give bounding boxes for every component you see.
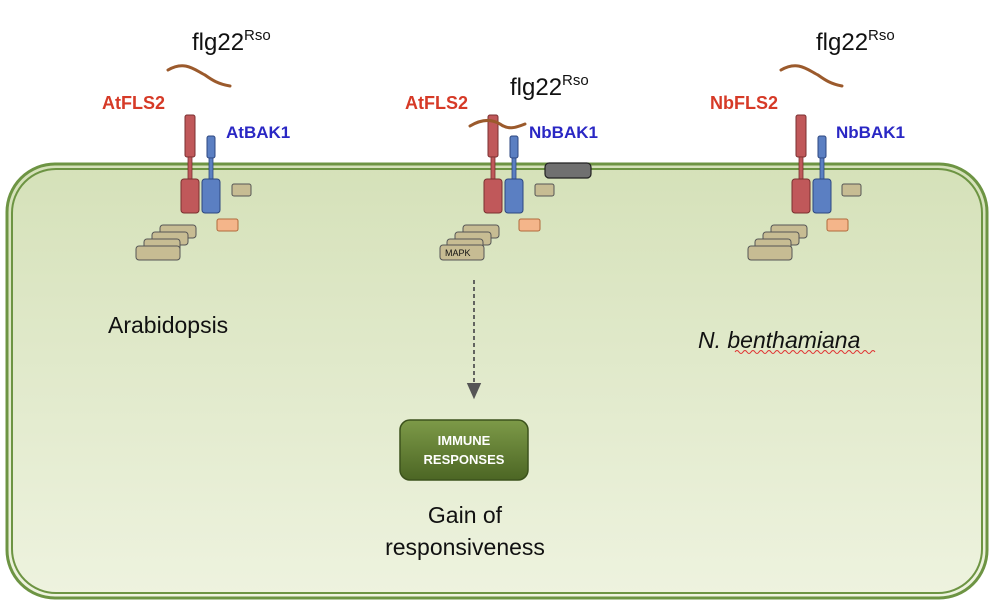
peptide-label-3: flg22Rso [816, 27, 895, 56]
tan-kinase-small-1 [231, 183, 252, 197]
panel-arabidopsis: flg22Rso AtFLS2 AtBAK1 Arabidopsis [102, 27, 290, 338]
mapk-label: MAPK [445, 248, 471, 258]
outcome-text-line2: responsiveness [385, 534, 545, 560]
tan-kinase-small-2 [534, 183, 555, 197]
outcome-text-line1: Gain of [428, 502, 503, 528]
spellcheck-underline [734, 350, 876, 354]
bak1-receptor-1 [201, 135, 221, 214]
peptide-label-1: flg22Rso [192, 27, 271, 56]
mapk-box [439, 244, 485, 261]
flg22-peptide-2 [468, 118, 527, 130]
cell [5, 162, 989, 600]
tan-kinase-small-3 [841, 183, 862, 197]
panel-benthamiana: flg22Rso NbFLS2 NbBAK1 N. benthamiana [698, 27, 905, 354]
bak1-label-3: NbBAK1 [836, 123, 905, 142]
kinase-stack-3 [747, 224, 808, 261]
orange-component-3 [826, 218, 849, 232]
flg22-peptide-3 [779, 64, 844, 88]
fls2-receptor-3 [791, 114, 811, 214]
fls2-receptor-2 [483, 114, 503, 214]
cell-membrane-inner [11, 168, 983, 594]
bak1-receptor-3 [812, 135, 832, 214]
fls2-label-3: NbFLS2 [710, 93, 778, 113]
kinase-stack-2 [439, 224, 500, 261]
fls2-receptor-1 [180, 114, 200, 214]
orange-component-2 [518, 218, 541, 232]
fls2-label-2: AtFLS2 [405, 93, 468, 113]
membrane-channel [544, 162, 592, 179]
cell-membrane-outer [5, 162, 989, 600]
bak1-receptor-2 [504, 135, 524, 214]
organism-label-3: N. benthamiana [698, 327, 860, 353]
fls2-label-1: AtFLS2 [102, 93, 165, 113]
organism-label-1: Arabidopsis [108, 312, 228, 338]
immune-label-line2: RESPONSES [424, 452, 505, 467]
bak1-label-1: AtBAK1 [226, 123, 290, 142]
peptide-label-2: flg22Rso [510, 72, 589, 101]
immune-responses-box: IMMUNE RESPONSES [399, 419, 529, 481]
kinase-stack-1 [135, 224, 197, 261]
bak1-label-2: NbBAK1 [529, 123, 598, 142]
panel-hybrid: flg22Rso AtFLS2 NbBAK1 MAPK IM [385, 72, 598, 560]
orange-component-1 [216, 218, 239, 232]
flg22-peptide-1 [166, 64, 232, 88]
immune-label-line1: IMMUNE [438, 433, 491, 448]
